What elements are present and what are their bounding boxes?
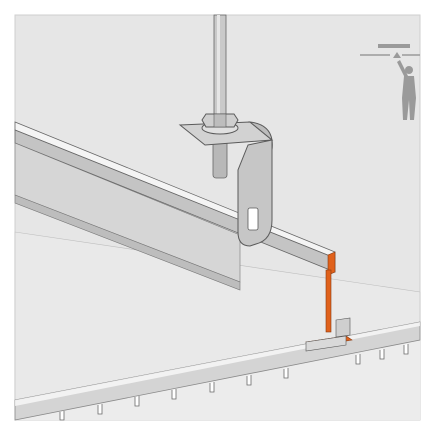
edge-slot — [379, 349, 385, 360]
icon-arrow-up — [393, 52, 401, 58]
fastener — [201, 113, 239, 135]
rod-highlight — [217, 15, 220, 115]
icon-body — [402, 76, 416, 120]
icon-ceiling-panel — [378, 44, 410, 48]
clip-slot — [247, 207, 259, 231]
panel-top-face — [15, 248, 420, 420]
rail-end-cap — [327, 251, 336, 276]
icon-head — [405, 66, 413, 74]
edge-slot — [283, 368, 289, 379]
nut-face — [213, 113, 227, 128]
edge-slot — [171, 389, 177, 400]
edge-slot — [209, 382, 215, 393]
panel-edge-slots — [59, 344, 409, 421]
edge-slot — [403, 344, 409, 355]
edge-slot — [97, 404, 103, 415]
t-profile-connector — [305, 269, 353, 352]
threaded-hanger-rod — [212, 14, 228, 179]
rail-underside — [14, 194, 241, 291]
edge-slot — [134, 396, 140, 407]
edge-slot — [355, 354, 361, 365]
t-profile-stem — [325, 269, 332, 333]
edge-slot — [59, 411, 65, 421]
icon-raised-arm — [397, 60, 408, 78]
t-profile-body — [305, 335, 347, 352]
clip-vertical-leg — [237, 139, 273, 247]
connector-clip — [335, 317, 351, 338]
person-pushing-up-ceiling-icon — [360, 44, 420, 120]
rod-lower — [212, 139, 228, 179]
edge-slot — [246, 375, 252, 386]
